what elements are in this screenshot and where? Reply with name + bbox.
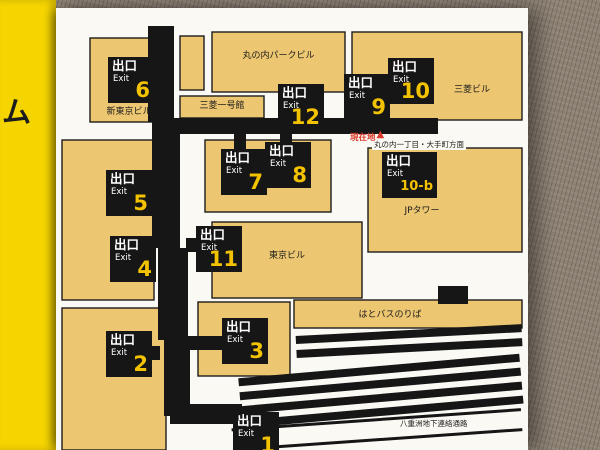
exit-number: 8 [292,163,307,187]
exit-number: 11 [208,247,238,271]
exit-number: 2 [133,352,148,376]
exit-kanji-label: 出口 [225,150,251,165]
label-marunouchi-park-building: 丸の内パークビル [242,51,315,61]
exit-box-9: 出口 Exit 9 [344,74,390,120]
exit-box-6: 出口 Exit 6 [108,57,154,103]
exit-en-label: Exit [227,335,244,345]
exit-box-8: 出口 Exit 8 [265,142,311,188]
exit-number: 10-b [400,179,433,194]
partial-kana-character: ム [2,95,32,129]
exit-kanji-label: 出口 [226,319,252,334]
exit-en-label: Exit [349,91,366,101]
exit-number: 7 [248,170,263,194]
exit-number: 4 [137,257,152,281]
you-are-here-marker: 現在地▲ [350,129,385,143]
exit-kanji-label: 出口 [269,143,295,158]
stub-exit-3 [186,336,228,350]
exit-box-11: 出口 Exit 11 [196,226,242,272]
exit-en-label: Exit [111,348,128,358]
block-marunouchi-park-building [211,31,346,93]
stub-exit-11 [186,238,198,252]
stub-exit-7 [234,134,246,151]
exit-box-10: 出口 Exit 10 [388,58,434,104]
exit-kanji-label: 出口 [282,85,308,100]
exit-box-4: 出口 Exit 4 [110,236,156,282]
label-mitsubishi-building: 三菱ビル [453,85,490,95]
label-shin-tokyo-building: 新東京ビル [106,107,152,117]
yaesu-passage-lines [231,408,523,450]
exit-kanji-label: 出口 [114,237,140,252]
exit-en-label: Exit [113,74,130,84]
railway-stripes-upper [295,324,523,358]
label-mitsubishi-ichigokan: 三菱一号館 [199,101,245,111]
exit-kanji-label: 出口 [200,227,226,242]
label-jp-tower: JPタワー [404,206,440,216]
label-tokyo-building: 東京ビル [268,251,305,261]
stub-exit-8 [280,130,292,143]
exit-en-label: Exit [115,253,132,263]
label-yaesu-passage: 八重洲地下連絡通路 [398,419,470,429]
exit-en-label: Exit [226,166,243,176]
exit-box-12: 出口 Exit 12 [278,84,324,130]
exit-number: 10 [400,79,430,103]
exit-box-3: 出口 Exit 3 [222,318,268,364]
exit-box-2: 出口 Exit 2 [106,331,152,377]
exit-kanji-label: 出口 [112,58,138,73]
exit-en-label: Exit [111,187,128,197]
exit-kanji-label: 出口 [348,75,374,90]
you-are-here-triangle-icon: ▲ [376,129,385,140]
exit-box-10b: 出口 Exit 10-b [382,152,437,198]
label-hato-bus-stop: はとバスのりば [358,310,422,320]
exit-en-label: Exit [387,169,404,179]
exit-number: 1 [260,433,275,450]
exit-kanji-label: 出口 [237,413,263,428]
exit-en-label: Exit [270,159,287,169]
block-hato-bus [293,299,523,329]
railway-stripes-lower [238,353,524,429]
block-left-bottom [61,307,167,450]
label-direction-sign: 丸の内一丁目・大手町方面 [372,140,466,150]
yellow-side-strip: ム [0,0,56,450]
exit-number: 5 [133,191,148,215]
exit-kanji-label: 出口 [110,332,136,347]
exit-box-1: 出口 Exit 1 [233,412,279,450]
exit-en-label: Exit [238,429,255,439]
exit-kanji-label: 出口 [110,171,136,186]
exit-number: 3 [249,339,264,363]
exit-number: 12 [290,105,320,129]
block-narrow-strip [179,35,205,91]
exit-kanji-label: 出口 [392,59,418,74]
exit-number: 9 [371,95,386,119]
exit-en-label: Exit [201,243,218,253]
small-building-mark [438,286,468,304]
exit-en-label: Exit [393,75,410,85]
exit-kanji-label: 出口 [386,153,412,168]
you-are-here-label: 現在地 [350,133,376,143]
exit-box-5: 出口 Exit 5 [106,170,152,216]
exit-box-7: 出口 Exit 7 [221,149,267,195]
exit-en-label: Exit [283,101,300,111]
exit-number: 6 [135,78,150,102]
